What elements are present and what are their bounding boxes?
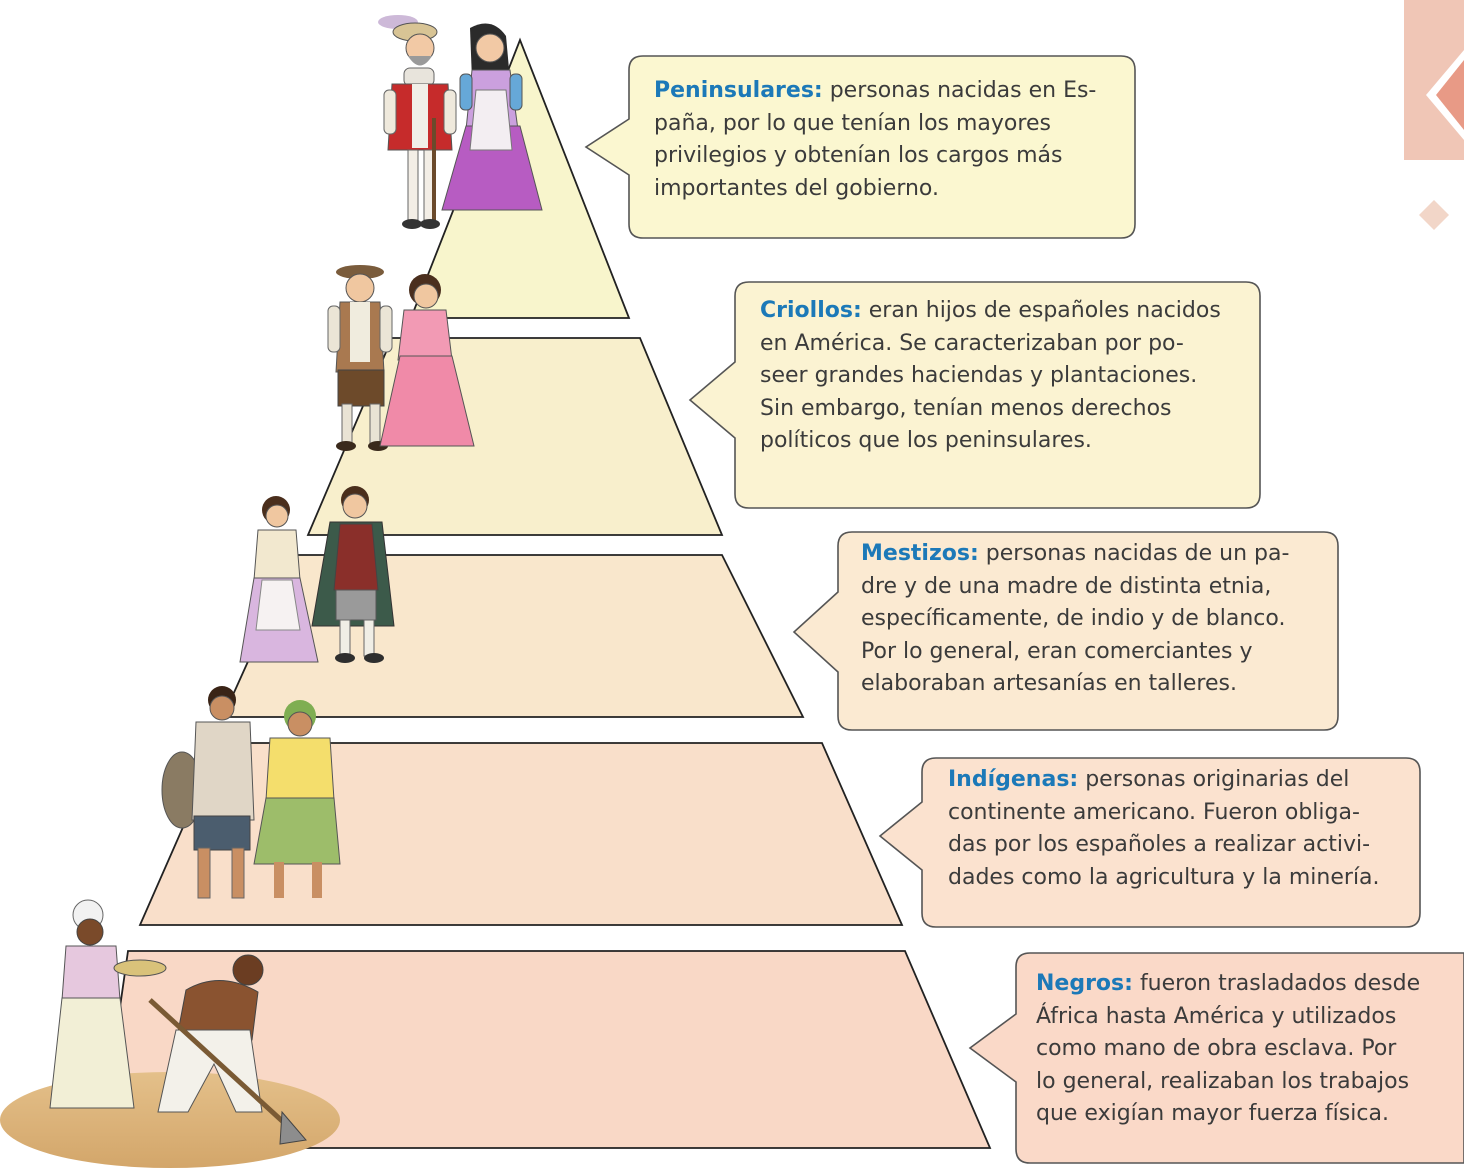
callout-mestizos: Mestizos: personas nacidas de un pa- dre… [861,538,1329,701]
callout-line-4: dades como la agricultura y la minería. [948,864,1380,890]
callout-indigenas: Indígenas: personas originarias del cont… [948,764,1413,894]
callout-negros: Negros: fueron trasladados desde África … [1036,968,1458,1131]
callout-line-2: en América. Se caracterizaban por po- [760,330,1184,356]
callout-line-5: que exigían mayor fuerza física. [1036,1101,1389,1126]
mestiza-woman-illustration [239,496,319,663]
callout-line-3: como mano de obra esclava. Por [1036,1036,1397,1061]
noblewoman-illustration [441,23,543,211]
peninsulares-figures [378,15,543,229]
callout-text: fueron trasladados desde [1139,971,1421,996]
callout-line-5: elaboraban artesanías en talleres. [861,671,1237,696]
callout-peninsulares: Peninsulares: personas nacidas en Es- pa… [654,75,1121,205]
tier-indigenas [138,742,904,926]
criolla-woman-illustration [379,274,475,447]
callout-line-4: Sin embargo, tenían menos derechos [760,395,1172,421]
callout-line-1: Negros: fueron trasladados desde [1036,968,1458,1001]
callout-line-2: África hasta América y utilizados [1036,1003,1397,1029]
bubble-indigenas [878,757,1421,928]
bubble-negros [968,952,1464,1164]
callout-text: eran hijos de españoles nacidos [868,298,1221,323]
callout-criollos: Criollos: eran hijos de españoles nacido… [760,295,1240,458]
mestizos-figures [239,486,395,663]
callout-line-3: privilegios y obtenían los cargos más [654,143,1063,168]
man-with-hoe-illustration [148,954,307,1145]
criollos-figures [327,265,475,451]
callout-line-2: continente americano. Fueron obliga- [948,799,1360,825]
callout-text: personas originarias del [1085,767,1350,792]
criollo-man-illustration [327,265,393,451]
bubble-mestizos [792,531,1339,731]
term-indigenas: Indígenas: [948,767,1079,792]
callout-line-3: das por los españoles a realizar activi- [948,832,1371,857]
callout-bubbles [584,55,1464,1164]
callout-line-4: Por lo general, eran comerciantes y [861,638,1253,664]
callout-line-3: específicamente, de indio y de blanco. [861,606,1286,631]
nobleman-illustration [378,15,457,229]
callout-line-3: seer grandes haciendas y plantaciones. [760,363,1198,388]
callout-text: personas nacidas en Es- [829,78,1097,103]
callout-line-2: paña, por lo que tenían los mayores [654,110,1051,136]
mestizo-man-illustration [311,486,395,663]
callout-line-2: dre y de una madre de distinta etnia, [861,573,1272,599]
negros-figures [0,899,340,1168]
indigenous-man-illustration [161,686,255,899]
callout-line-1: Criollos: eran hijos de españoles nacido… [760,295,1240,328]
callout-line-4: importantes del gobierno. [654,175,939,201]
bubble-criollos [688,281,1261,509]
term-peninsulares: Peninsulares: [654,78,823,103]
woman-with-basket-illustration [49,899,167,1109]
callout-line-5: políticos que los peninsulares. [760,428,1092,453]
indigenas-figures [161,686,341,899]
callout-line-1: Mestizos: personas nacidas de un pa- [861,538,1329,571]
callout-text: personas nacidas de un pa- [985,541,1290,566]
indigenous-woman-illustration [253,700,341,898]
callout-line-1: Indígenas: personas originarias del [948,764,1413,797]
decorative-corner-shape [1404,0,1464,230]
term-negros: Negros: [1036,971,1133,996]
term-mestizos: Mestizos: [861,541,979,566]
callout-line-4: lo general, realizaban los trabajos [1036,1068,1410,1094]
callout-line-1: Peninsulares: personas nacidas en Es- [654,75,1121,108]
bubble-peninsulares [584,55,1136,239]
term-criollos: Criollos: [760,298,862,323]
